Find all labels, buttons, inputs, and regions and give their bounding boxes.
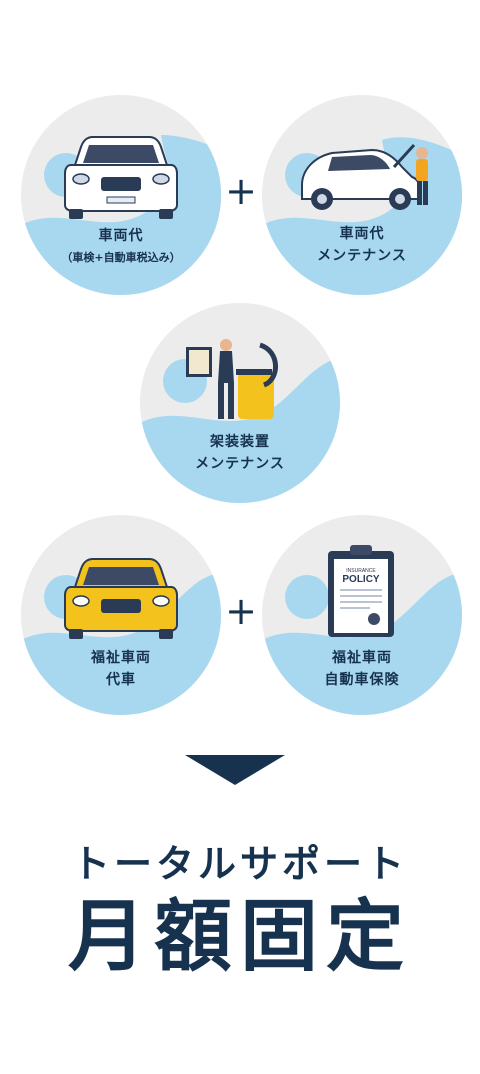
service-label-line2: 自動車保険 [324,672,400,688]
service-circle-vehicle-fee: 車両代 （車検+自動車税込み） [21,95,221,295]
insurance-policy-icon: INSURANCE POLICY [328,545,394,637]
service-circle-equipment-maintenance: 架装装置 メンテナンス [140,303,340,503]
plus-sign: + [225,169,257,213]
technician-equipment-icon [186,339,278,419]
service-label: 架装装置 メンテナンス [140,431,340,475]
service-label: 車両代 メンテナンス [262,223,462,267]
service-label: 福祉車両 代車 [21,647,221,691]
mechanic-car-icon [301,143,428,210]
service-label-line1: 車両代 [98,228,144,244]
service-label-line2: 代車 [106,672,136,688]
plus-sign: + [225,589,257,633]
down-arrow-icon [185,755,285,785]
service-circle-vehicle-maintenance: 車両代 メンテナンス [262,95,462,295]
service-label-line2: （車検+自動車税込み） [61,251,181,264]
service-label-line1: 車両代 [339,226,385,242]
service-label: 福祉車両 自動車保険 [262,647,462,691]
blue-wave-background [262,573,462,715]
page-title: 月額固定 [67,892,412,982]
yellow-car-front-icon [64,558,178,639]
service-label-line1: 架装装置 [210,434,270,450]
service-circle-auto-insurance: INSURANCE POLICY 福祉車両 自動車保険 [262,515,462,715]
service-circle-substitute-vehicle: 福祉車両 代車 [21,515,221,715]
service-label-line2: メンテナンス [195,456,285,472]
subtitle: トータルサポート [71,842,408,886]
policy-insurance-text: INSURANCE [346,568,376,574]
white-car-front-icon [64,136,178,219]
service-label-line1: 福祉車両 [91,650,151,666]
service-label-line1: 福祉車両 [332,650,392,666]
service-label-line2: メンテナンス [317,248,407,264]
policy-title-text: POLICY [342,574,380,585]
service-label: 車両代 （車検+自動車税込み） [21,225,221,269]
